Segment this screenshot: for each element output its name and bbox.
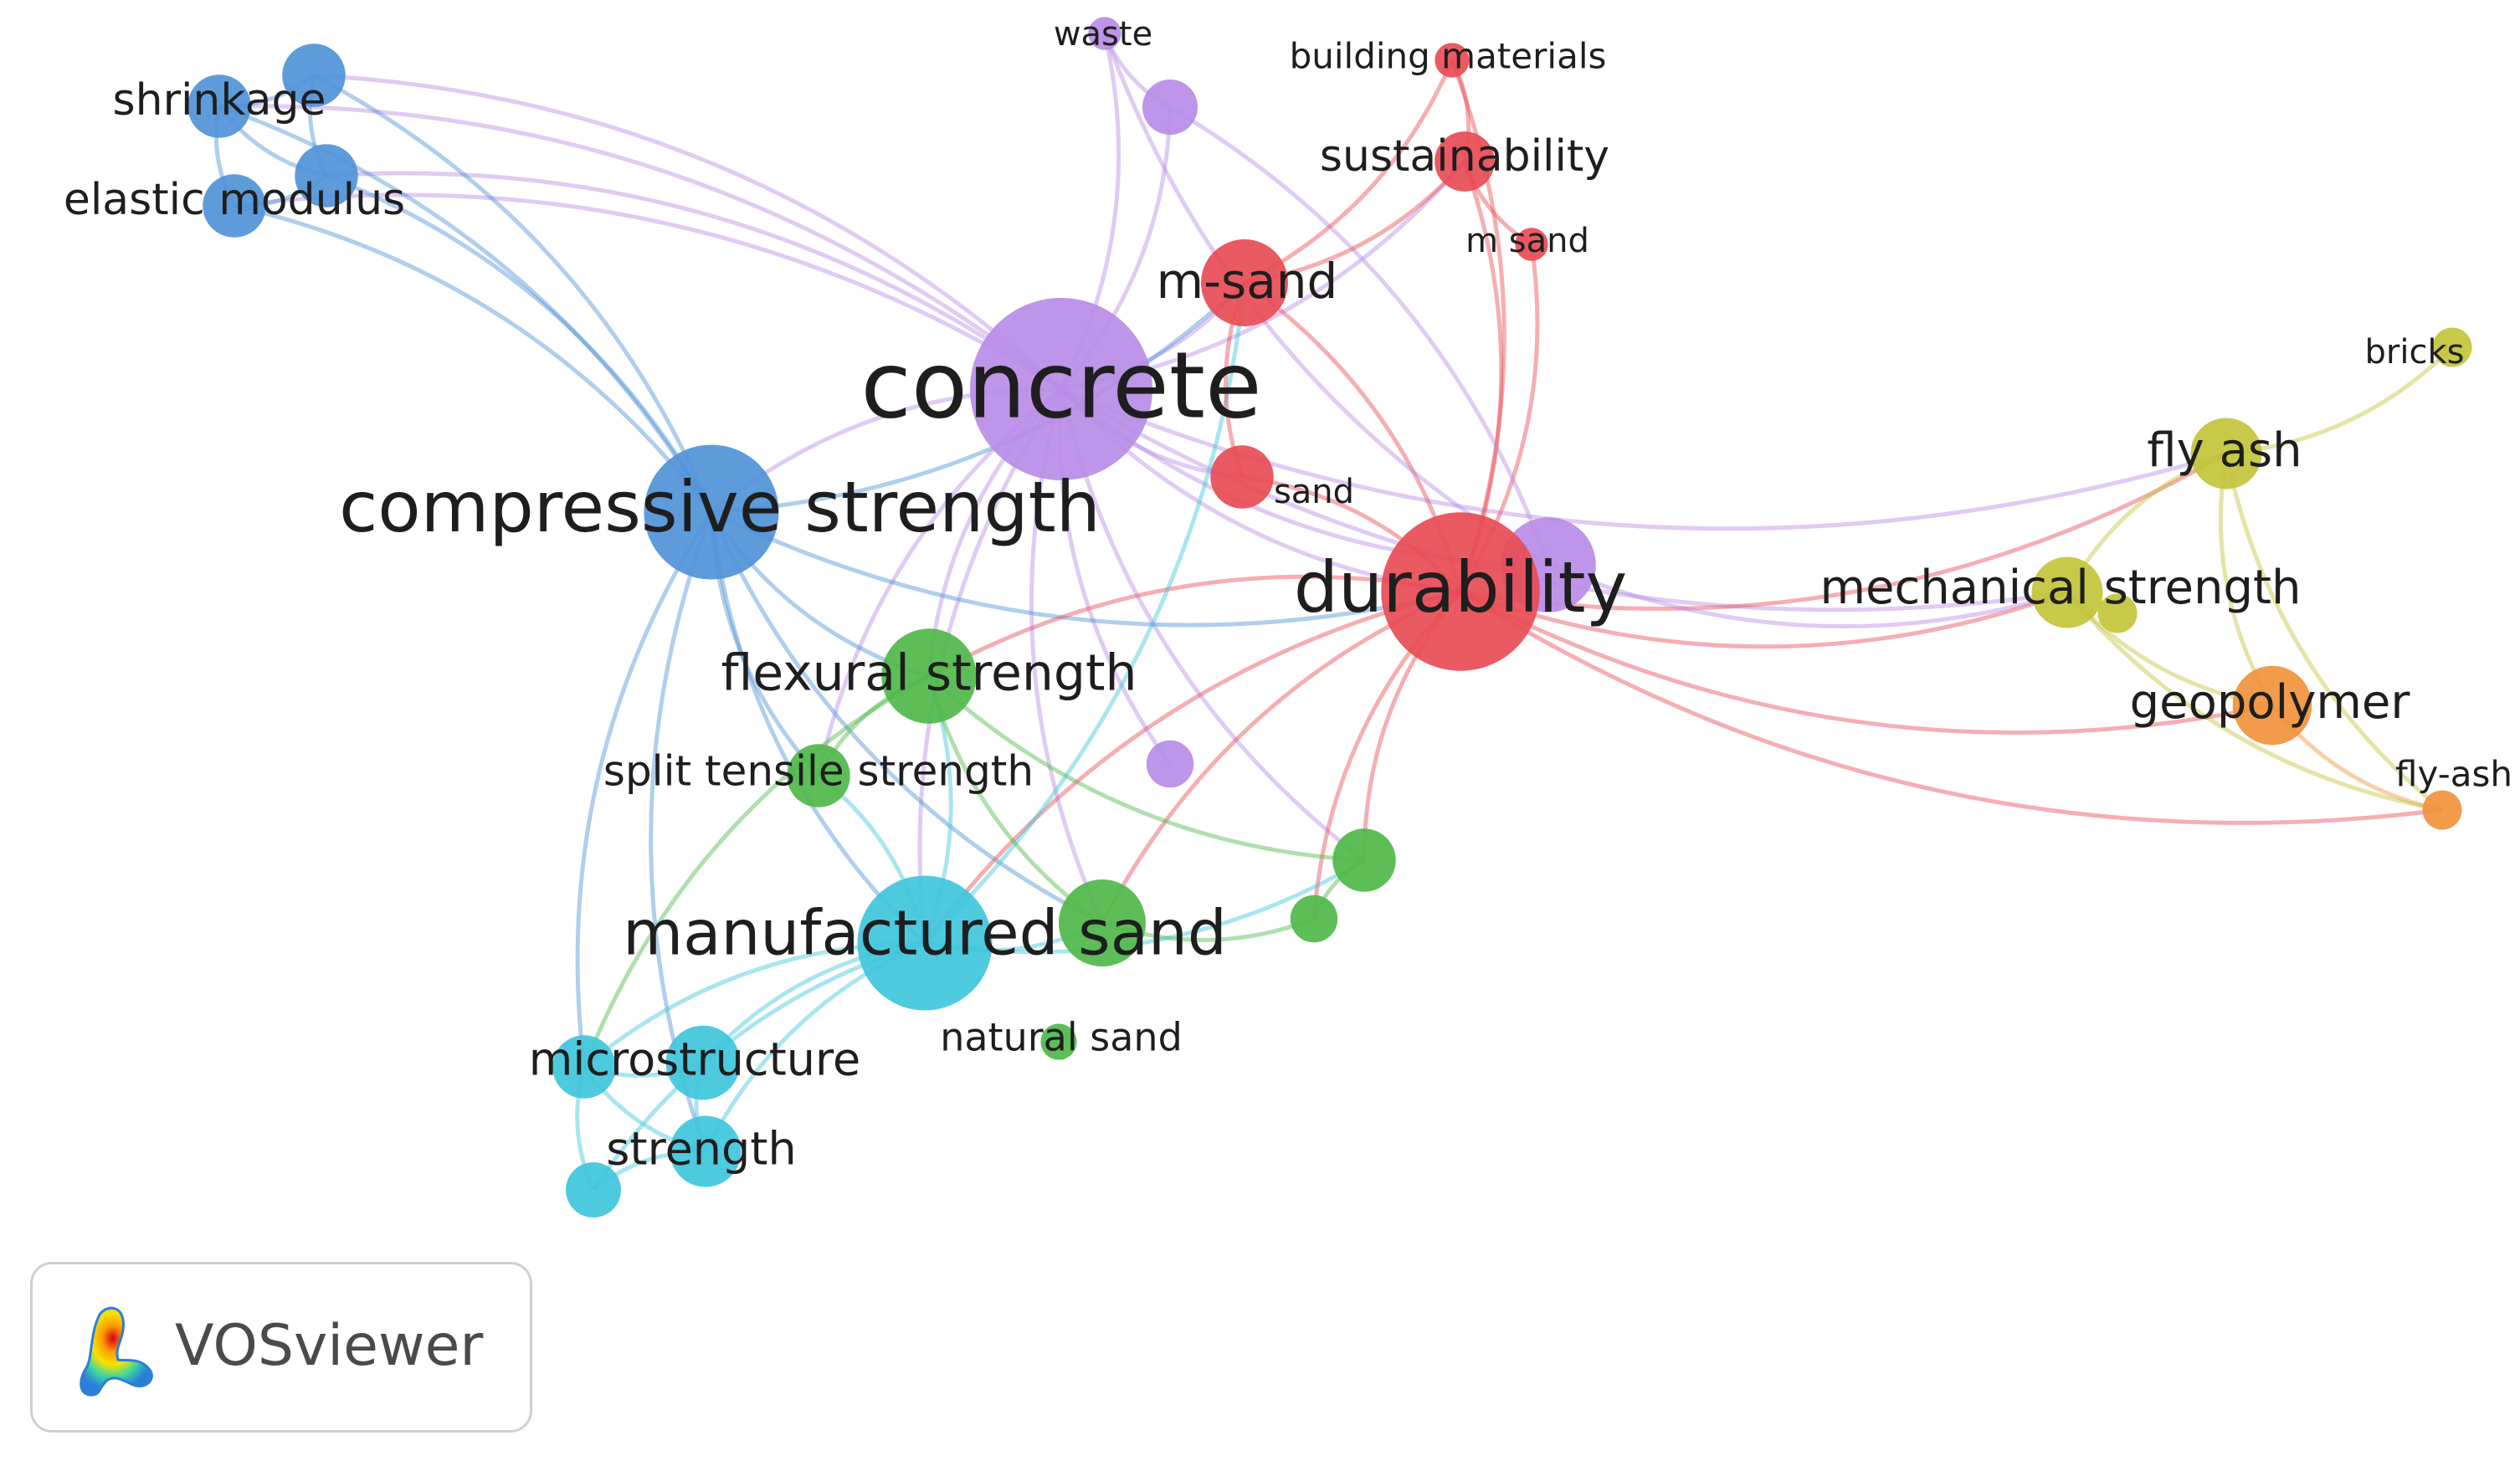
label-fly-ash: fly-ash (2395, 754, 2512, 795)
network-labels: concrete compressive strength durability ma… (64, 15, 2512, 1176)
link-fly-ash-fly-ash (2224, 453, 2444, 812)
node-m-sand[interactable] (1201, 239, 1288, 326)
link-concrete-shrinkage-2 (313, 73, 1063, 391)
link-compressive-strength-microstructure (575, 510, 714, 1068)
label-m-sand: m-sand (1157, 253, 1338, 310)
label-geopolymer: geopolymer (2130, 675, 2411, 730)
label-flexural-strength: flexural strength (721, 644, 1137, 703)
node-shrinkage-2[interactable] (282, 44, 346, 107)
label-sustainability: sustainability (1320, 131, 1609, 182)
label-shrinkage: shrinkage (113, 75, 326, 126)
link-waste-durability-p (1102, 33, 1550, 567)
link-compressive-strength-elastic-modulus (234, 203, 713, 514)
node-sand[interactable] (1210, 445, 1274, 509)
node-fly-ash[interactable] (2190, 418, 2262, 490)
label-compressive-strength: compressive strength (339, 466, 1101, 548)
label-split-tensile-strength: split tensile strength (603, 747, 1034, 796)
link-durability-fly-ash (1460, 451, 2228, 612)
label-waste: waste (1054, 15, 1152, 54)
node-elastic-modulus-2[interactable] (295, 144, 358, 208)
node-mechanical-strength[interactable] (2031, 556, 2103, 628)
network-nodes (187, 17, 2472, 1218)
label-sand: sand (1274, 473, 1354, 511)
node-shrinkage[interactable] (187, 74, 251, 138)
label-manufactured-sand: manufactured sand (623, 898, 1227, 970)
node-elastic-modulus[interactable] (203, 174, 266, 238)
label-fly-ash: fly ash (2147, 423, 2302, 478)
vosviewer-logo: VOSviewer (30, 1262, 532, 1433)
link-durability-p-mechanical-strength (1547, 562, 2068, 629)
link-durability-manufactured-sand (923, 589, 1461, 945)
node-split-tensile-strength[interactable] (787, 744, 850, 807)
node-manufactured-sand[interactable] (857, 875, 993, 1011)
label-mechanical-strength: mechanical strength (1820, 561, 2302, 615)
node-flexural-strength[interactable] (881, 628, 977, 724)
node-m-sand[interactable] (1515, 228, 1548, 261)
label-natural-sand: natural sand (940, 1015, 1183, 1060)
link-durability-mechanical-strength (1460, 589, 2068, 649)
link-compressive-strength-durability (710, 510, 1461, 628)
link-compressive-strength-shrinkage (218, 104, 714, 514)
label-durability: durability (1294, 546, 1628, 628)
link-compressive-strength-natural-sand-node (709, 510, 1104, 925)
link-durability-geopolymer (1459, 589, 2273, 736)
link-durability-fly-ash (1459, 589, 2443, 825)
node-building-materials[interactable] (1435, 43, 1470, 78)
link-flexural-strength-microstructure (582, 674, 931, 1068)
label-strength: strength (606, 1123, 796, 1176)
link-durability-p-waste-2 (1168, 105, 1551, 566)
link-mechanical-strength-fly-ash (2066, 591, 2443, 813)
node-natural-sand[interactable] (1040, 1023, 1077, 1060)
node-mechanical-strength-2[interactable] (2097, 593, 2138, 633)
logo-text: VOSviewer (175, 1313, 484, 1379)
link-compressive-strength-manufactured-sand (709, 511, 926, 945)
node-geopolymer[interactable] (2232, 665, 2312, 746)
node-natural-sand-node[interactable] (1059, 879, 1146, 966)
node-purple-small[interactable] (1146, 740, 1194, 788)
link-concrete-shrinkage (218, 104, 1063, 391)
node-strength[interactable] (670, 1115, 742, 1187)
node-waste[interactable] (1088, 17, 1121, 50)
label-m-sand: m sand (1465, 222, 1589, 260)
link-manufactured-sand-m-sand (923, 282, 1247, 945)
link-concrete-elastic-modulus (234, 192, 1063, 392)
node-waste-2[interactable] (1142, 79, 1198, 135)
link-flexural-strength-green-a (927, 674, 1365, 863)
node-sustainability[interactable] (1435, 131, 1495, 192)
label-concrete: concrete (860, 331, 1261, 438)
node-green-b[interactable] (1290, 895, 1338, 943)
node-bricks[interactable] (2432, 327, 2472, 367)
node-durability[interactable] (1381, 512, 1540, 671)
node-microstructure-2[interactable] (665, 1025, 741, 1100)
node-strength-2[interactable] (566, 1162, 621, 1218)
node-fly-ash[interactable] (2422, 790, 2462, 830)
link-concrete-elastic-modulus-2 (326, 171, 1063, 392)
node-compressive-strength[interactable] (644, 444, 779, 580)
node-green-a[interactable] (1332, 828, 1396, 892)
label-microstructure: microstructure (529, 1033, 860, 1086)
node-microstructure[interactable] (552, 1035, 616, 1099)
link-compressive-strength-elastic-modulus-2 (326, 173, 714, 514)
label-bricks: bricks (2365, 333, 2465, 372)
link-compressive-strength-shrinkage-2 (312, 73, 714, 513)
label-elastic-modulus: elastic modulus (64, 175, 405, 225)
link-durability-flexural-strength (927, 574, 1461, 679)
vosviewer-logo-icon (80, 1306, 153, 1397)
label-building-materials: building materials (1290, 36, 1607, 77)
node-concrete[interactable] (970, 298, 1152, 480)
